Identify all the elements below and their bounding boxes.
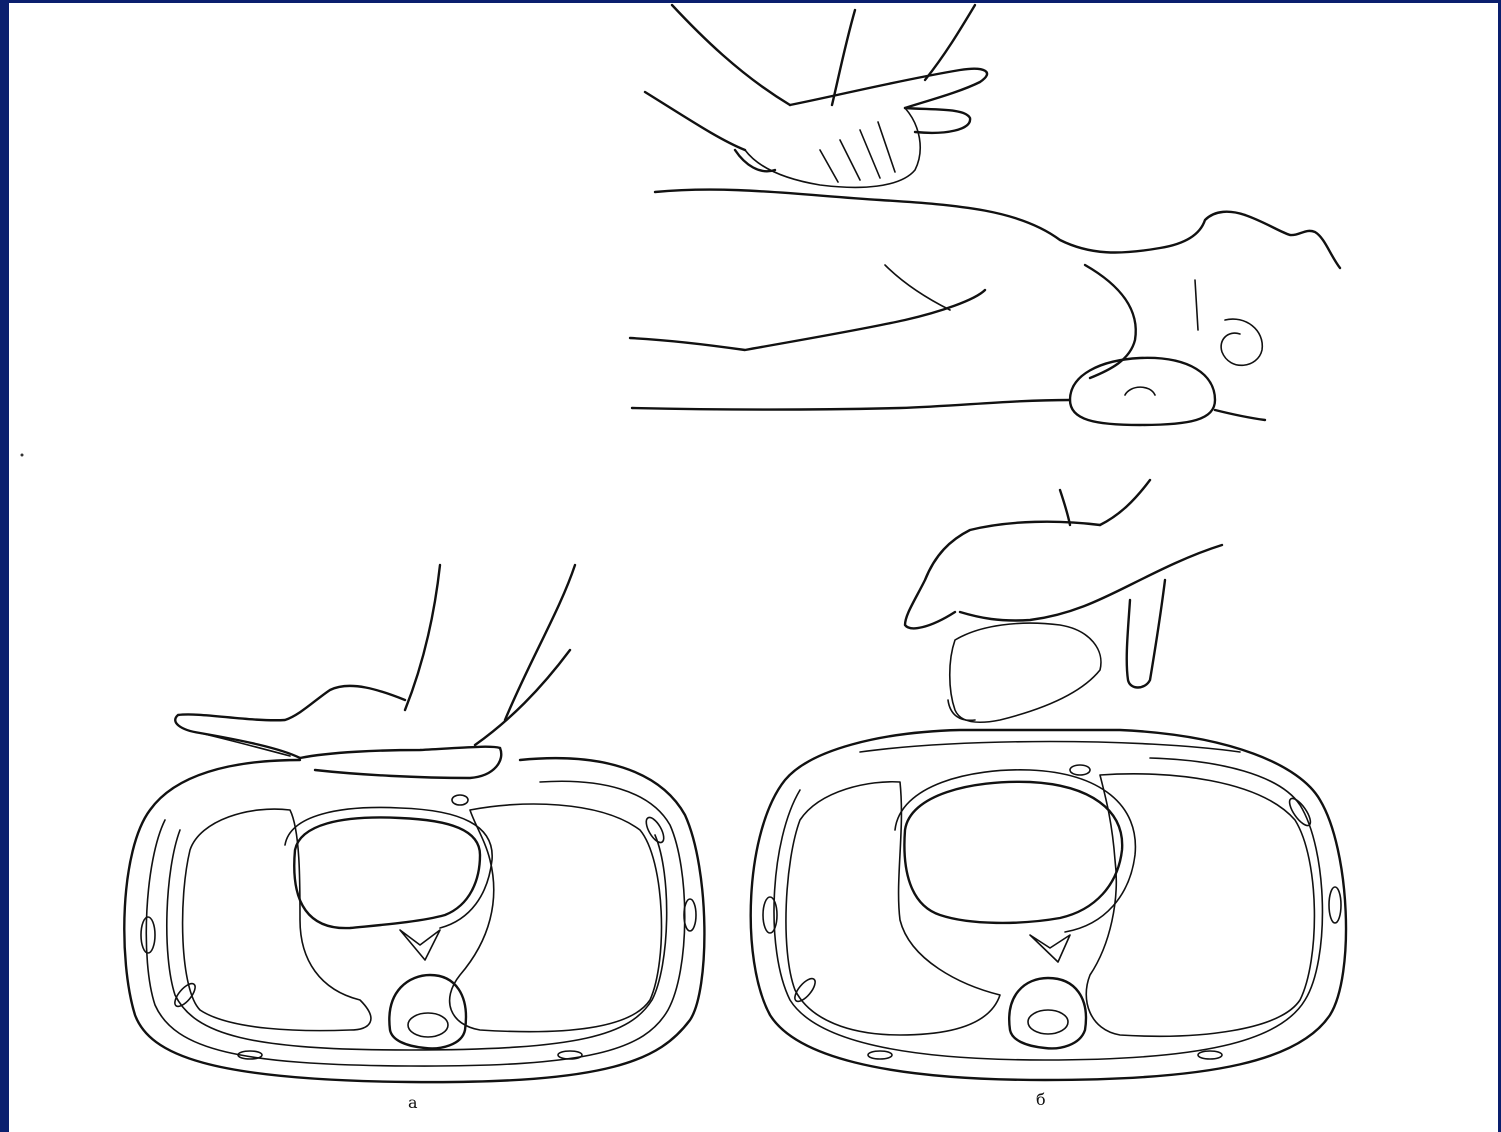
panel-a-compressed [124, 565, 704, 1082]
stray-dot [21, 454, 24, 457]
caption-b: б [1036, 1090, 1046, 1109]
panel-b-released [751, 480, 1346, 1080]
patient-figure [630, 5, 1340, 425]
caption-a: а [408, 1093, 418, 1112]
